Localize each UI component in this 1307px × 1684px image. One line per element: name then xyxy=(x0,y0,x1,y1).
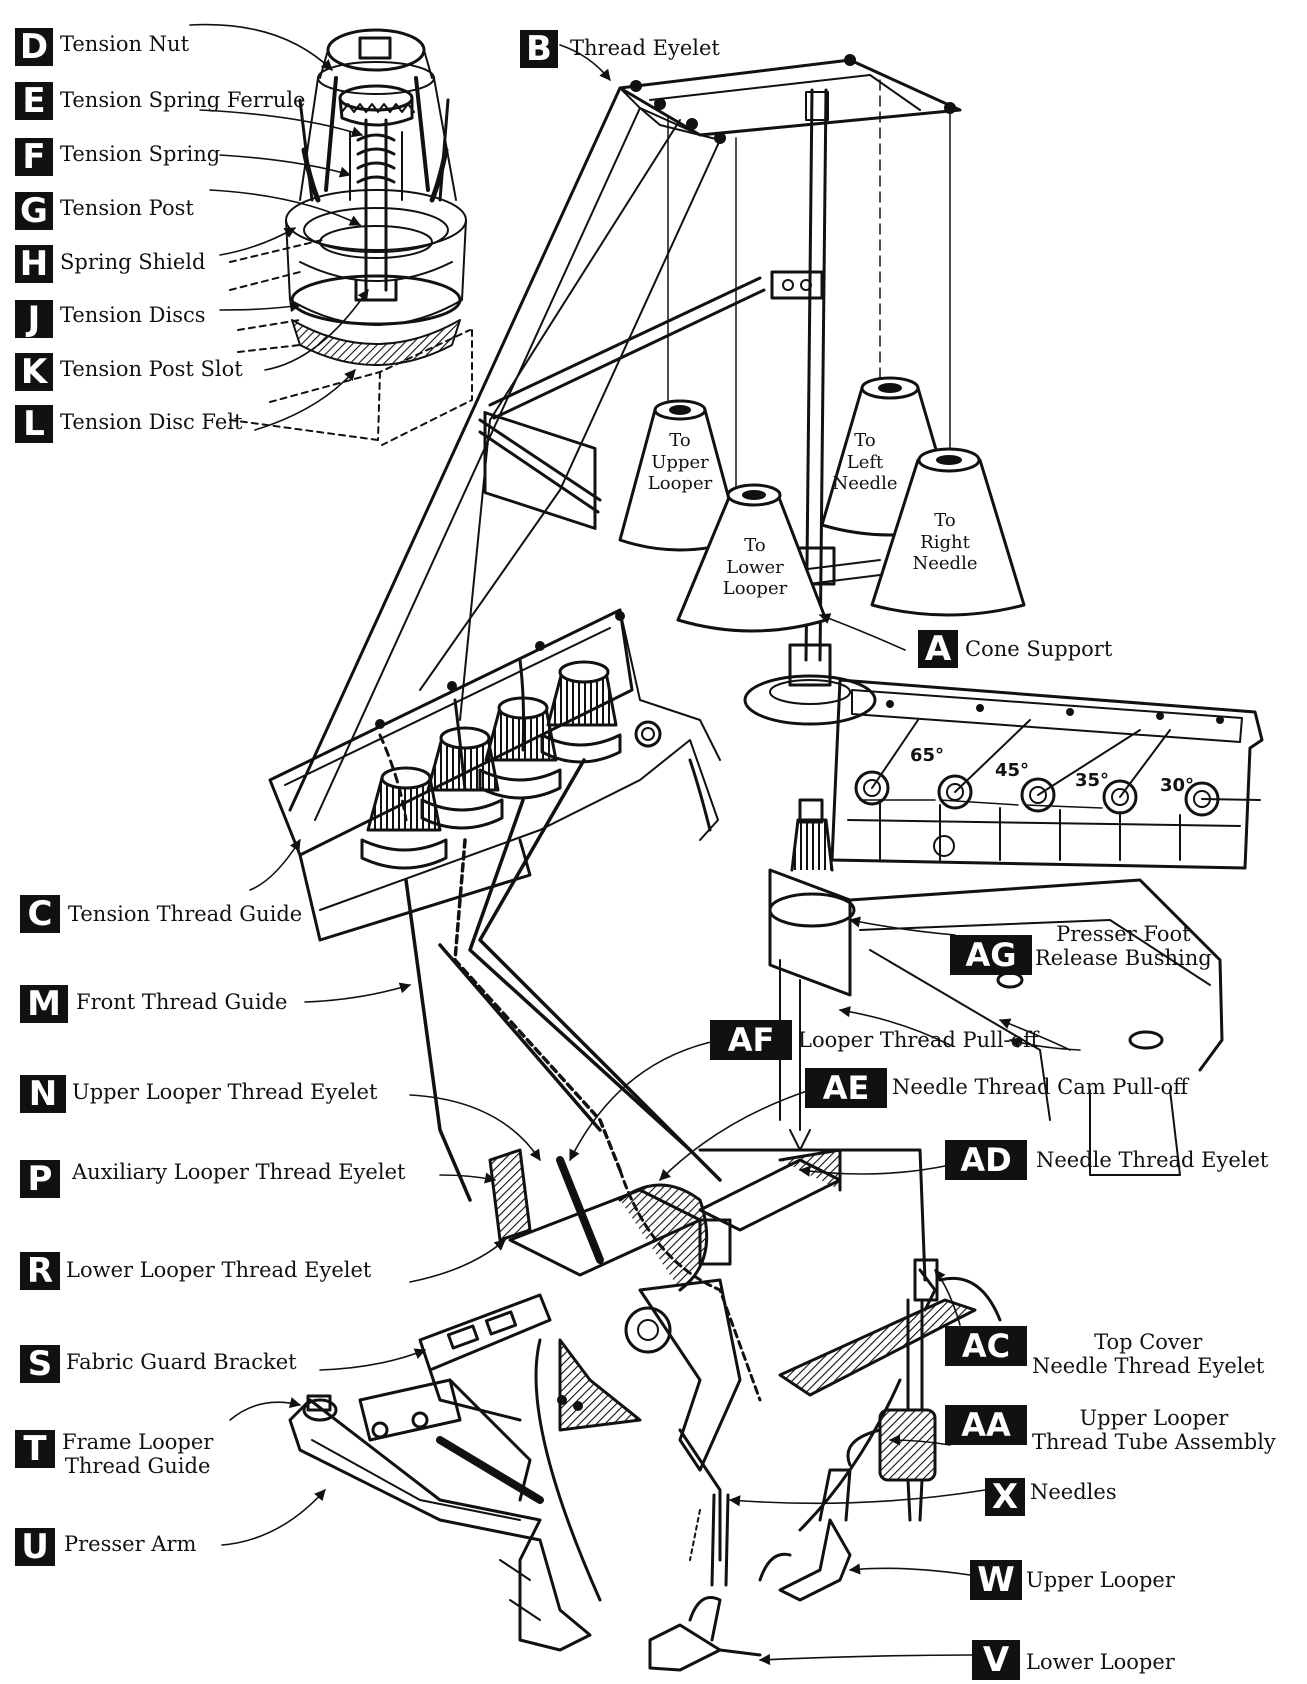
part-label-j: Tension Discs xyxy=(60,303,206,327)
part-badge-u: U xyxy=(15,1528,55,1566)
part-label-l: Tension Disc Felt xyxy=(60,410,243,434)
part-label-g: Tension Post xyxy=(60,196,194,220)
cone-label-lower-looper: To Lower Looper xyxy=(722,535,788,600)
cone-label-left-needle: To Left Needle xyxy=(832,430,898,495)
part-label-b: Thread Eyelet xyxy=(570,36,720,60)
part-badge-e: E xyxy=(15,82,53,120)
part-badge-v: V xyxy=(972,1640,1020,1680)
part-label-x: Needles xyxy=(1030,1480,1117,1504)
part-badge-ae: AE xyxy=(805,1068,887,1108)
part-label-m: Front Thread Guide xyxy=(76,990,288,1014)
part-badge-r: R xyxy=(20,1252,60,1290)
part-label-a: Cone Support xyxy=(965,637,1113,661)
part-label-v: Lower Looper xyxy=(1026,1650,1175,1674)
part-badge-t: T xyxy=(15,1430,55,1468)
part-label-r: Lower Looper Thread Eyelet xyxy=(66,1258,372,1282)
part-badge-b: B xyxy=(520,30,558,68)
angle-label-45: 45° xyxy=(995,760,1030,781)
cone-label-upper-looper: To Upper Looper xyxy=(647,430,713,495)
tension-angle-inset xyxy=(830,678,1264,870)
part-label-ad: Needle Thread Eyelet xyxy=(1036,1148,1269,1172)
part-badge-aa: AA xyxy=(945,1405,1027,1445)
part-badge-af: AF xyxy=(710,1020,792,1060)
part-badge-f: F xyxy=(15,138,53,176)
part-label-af: Looper Thread Pull-off xyxy=(798,1028,1039,1052)
cone-right-needle xyxy=(870,447,1026,617)
part-label-t: Frame Looper Thread Guide xyxy=(62,1430,214,1479)
part-label-k: Tension Post Slot xyxy=(60,357,243,381)
part-badge-m: M xyxy=(20,985,68,1023)
part-badge-d: D xyxy=(15,28,53,66)
part-label-f: Tension Spring xyxy=(60,142,221,166)
part-label-u: Presser Arm xyxy=(64,1532,197,1556)
part-label-ae: Needle Thread Cam Pull-off xyxy=(892,1075,1189,1099)
part-label-e: Tension Spring Ferrule xyxy=(60,88,306,112)
part-badge-ag: AG xyxy=(950,935,1032,975)
part-label-h: Spring Shield xyxy=(60,250,206,274)
part-badge-ad: AD xyxy=(945,1140,1027,1180)
tension-bracket xyxy=(268,608,721,942)
part-badge-ac: AC xyxy=(945,1326,1027,1366)
part-label-aa: Upper Looper Thread Tube Assembly xyxy=(1032,1406,1276,1455)
part-badge-n: N xyxy=(20,1075,66,1113)
angle-label-30: 30° xyxy=(1160,775,1195,796)
part-badge-a: A xyxy=(918,630,958,668)
part-label-ag: Presser Foot Release Bushing xyxy=(1035,922,1212,971)
thread-paths xyxy=(404,758,927,1602)
angle-label-35: 35° xyxy=(1075,770,1110,791)
part-label-p: Auxiliary Looper Thread Eyelet xyxy=(72,1160,406,1184)
part-badge-h: H xyxy=(15,245,53,283)
part-label-ac: Top Cover Needle Thread Eyelet xyxy=(1032,1330,1265,1379)
tension-assembly-detail xyxy=(229,28,473,446)
part-label-n: Upper Looper Thread Eyelet xyxy=(72,1080,378,1104)
part-badge-j: J xyxy=(15,300,53,338)
angle-label-65: 65° xyxy=(910,745,945,766)
part-label-c: Tension Thread Guide xyxy=(68,902,303,926)
part-badge-g: G xyxy=(15,192,53,230)
cone-lower-looper xyxy=(676,483,828,633)
thread-stand xyxy=(288,54,1026,821)
part-label-d: Tension Nut xyxy=(60,32,190,56)
part-badge-s: S xyxy=(20,1345,60,1383)
part-badge-l: L xyxy=(15,405,53,443)
part-label-s: Fabric Guard Bracket xyxy=(66,1350,297,1374)
part-badge-c: C xyxy=(20,895,60,933)
part-badge-w: W xyxy=(970,1560,1022,1600)
cone-label-right-needle: To Right Needle xyxy=(912,510,978,575)
part-badge-x: X xyxy=(985,1478,1025,1516)
part-badge-p: P xyxy=(20,1160,60,1198)
leader-lines xyxy=(189,23,1081,1666)
lower-mechanism xyxy=(288,798,1224,1672)
part-badge-k: K xyxy=(15,353,53,391)
part-label-w: Upper Looper xyxy=(1026,1568,1175,1592)
